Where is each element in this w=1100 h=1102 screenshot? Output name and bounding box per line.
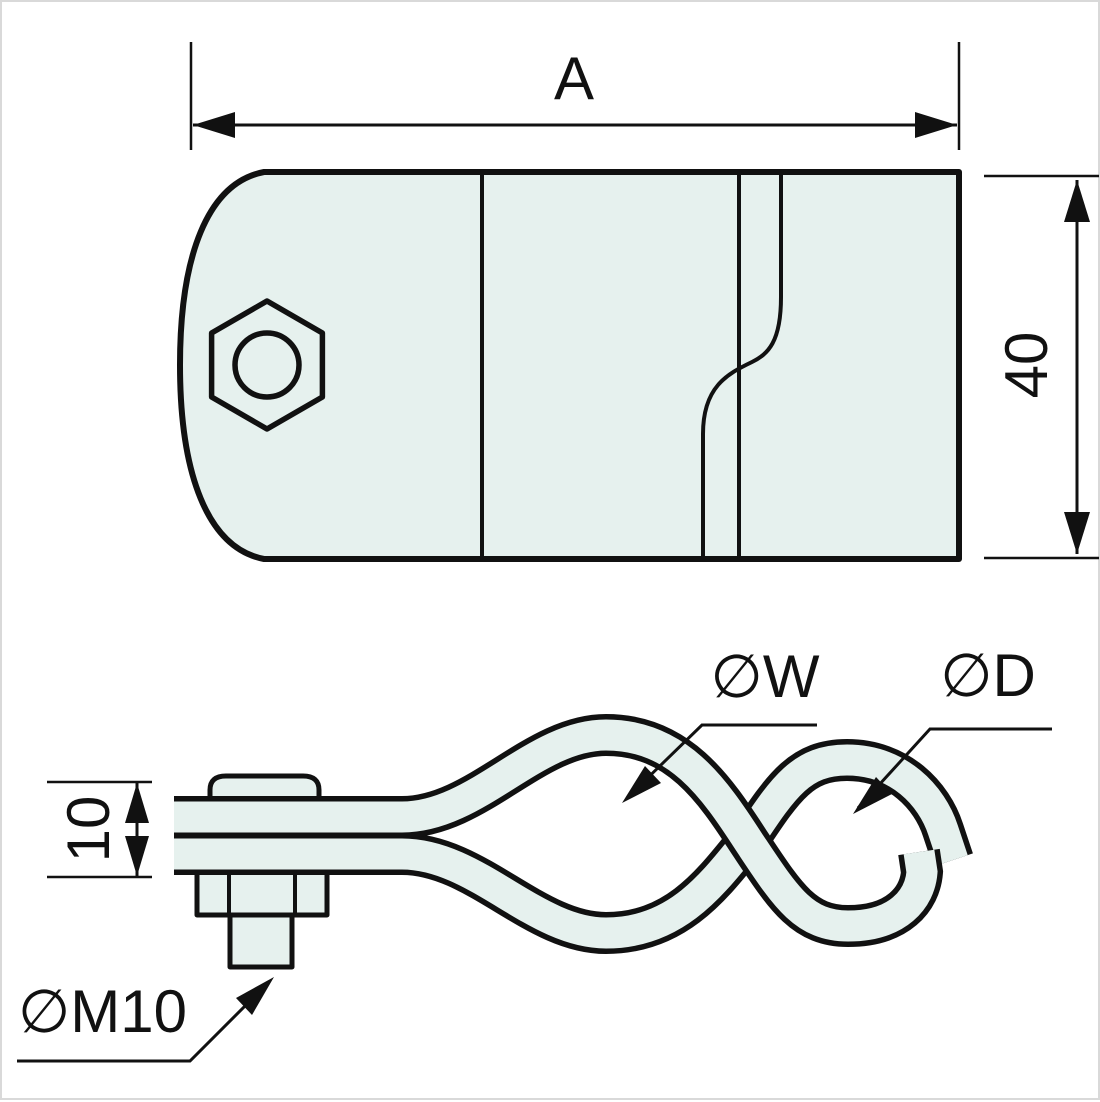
dim-10-arrow-down — [125, 836, 149, 876]
dim-40-label: 40 — [993, 332, 1060, 399]
clamp-band-lower-fill — [174, 744, 968, 949]
dimension-A: A — [189, 42, 961, 150]
bolt-hole — [232, 330, 302, 400]
plate-s-bend-line — [701, 174, 783, 557]
clamp-band-upper-fill — [174, 719, 938, 942]
dim-A-label: A — [554, 45, 594, 112]
top-view-plate — [177, 169, 962, 562]
dim-40-arrow-top — [1064, 180, 1090, 222]
dimension-10: 10 — [47, 780, 152, 879]
nut-body — [194, 866, 330, 918]
loop-D-leader — [856, 727, 1052, 810]
dim-10-label: 10 — [55, 796, 122, 863]
plate-outline — [177, 169, 962, 562]
loop-D-leader-arrow — [853, 777, 892, 814]
bolt-thread-label: ∅M10 — [18, 978, 187, 1045]
dim-A-arrow-right — [915, 112, 957, 138]
dimension-40: 40 — [984, 174, 1099, 560]
side-view-clamp — [174, 713, 973, 970]
loop-D-label: ∅D — [940, 642, 1036, 709]
loop-W-label: ∅W — [711, 643, 820, 710]
label-loop-D: ∅D — [853, 642, 1052, 814]
bolt-shank — [227, 912, 295, 970]
label-bolt-thread: ∅M10 — [17, 977, 274, 1063]
dim-A-arrow-left — [193, 112, 235, 138]
dim-10-arrow-up — [125, 783, 149, 823]
bolt-thread-leader — [17, 981, 270, 1063]
loop-W-leader-arrow — [622, 766, 661, 803]
bolt-thread-leader-arrow — [236, 977, 274, 1015]
dim-40-arrow-bottom — [1064, 512, 1090, 554]
label-loop-W: ∅W — [622, 643, 820, 803]
